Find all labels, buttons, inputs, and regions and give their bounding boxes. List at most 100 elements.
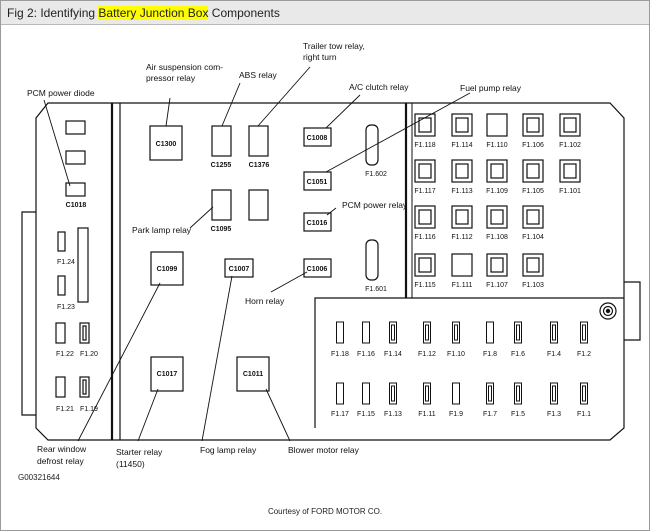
label-f1-2: F1.2 [577, 351, 591, 358]
figure-title: Fig 2: Identifying Battery Junction Box … [7, 6, 280, 20]
mini-fuse-f1-8 [486, 321, 494, 344]
relay-c1095 [211, 189, 232, 221]
code-c1008: C1008 [307, 135, 328, 142]
mini-fuse-f1-13 [389, 382, 397, 405]
maxi-fuse-f1-114 [451, 113, 473, 137]
code-c1011: C1011 [243, 371, 263, 378]
maxi-fuse-f1-102 [559, 113, 581, 137]
mini-fuse-f1-12 [423, 321, 431, 344]
callout-rear-window-2: defrost relay [37, 456, 85, 466]
relay-c1099 [150, 251, 184, 286]
callout-pcm-power-diode: PCM power diode [27, 88, 95, 98]
credit-line: Courtesy of FORD MOTOR CO. [267, 507, 383, 516]
code-c1376: C1376 [249, 162, 270, 169]
title-prefix: Fig 2: Identifying [7, 6, 99, 20]
callout-ac-clutch-relay: A/C clutch relay [349, 82, 409, 92]
label-f1-12: F1.12 [418, 351, 436, 358]
callout-park-lamp-relay: Park lamp relay [132, 225, 192, 235]
maxi-fuse-f1-112 [451, 205, 473, 229]
label-f1-18: F1.18 [331, 351, 349, 358]
title-suffix: Components [208, 6, 280, 20]
maxi-fuse-f1-116 [414, 205, 436, 229]
label-f1-118: F1.118 [414, 142, 435, 149]
label-f1-6: F1.6 [511, 351, 525, 358]
mini-fuse-f1-14 [389, 321, 397, 344]
code-c1006: C1006 [307, 266, 328, 273]
label-f1-7: F1.7 [483, 411, 497, 418]
mounting-bolt [599, 302, 617, 320]
box-outline [35, 102, 625, 441]
label-f1-1: F1.1 [577, 411, 591, 418]
mini-fuse-f1-17 [336, 382, 344, 405]
mini-fuse-f1-18 [336, 321, 344, 344]
label-f1-20: F1.20 [80, 351, 98, 358]
relay-c1095b [248, 189, 269, 221]
label-f1-601: F1.601 [365, 286, 387, 293]
label-f1-14: F1.14 [384, 351, 402, 358]
code-c1016: C1016 [307, 220, 328, 227]
maxi-fuse-f1-111 [451, 253, 473, 277]
label-f1-113: F1.113 [451, 188, 472, 195]
maxi-fuse-f1-104 [522, 205, 544, 229]
label-f1-16: F1.16 [357, 351, 375, 358]
fuse-f1-601 [365, 239, 379, 281]
left-tab [21, 211, 36, 416]
callout-blower-motor-relay: Blower motor relay [288, 445, 360, 455]
label-f1-13: F1.13 [384, 411, 402, 418]
label-f1-110: F1.110 [486, 142, 507, 149]
label-f1-108: F1.108 [486, 234, 508, 241]
label-f1-114: F1.114 [451, 142, 472, 149]
maxi-fuse-f1-108 [486, 205, 508, 229]
label-f1-105: F1.105 [522, 188, 544, 195]
code-c1017: C1017 [157, 371, 178, 378]
label-f1-112: F1.112 [451, 234, 472, 241]
mini-fuse-f1-7 [486, 382, 494, 405]
label-f1-17: F1.17 [331, 411, 349, 418]
callout-trailer-tow-2: right turn [303, 52, 337, 62]
label-f1-602: F1.602 [365, 171, 387, 178]
label-f1-3: F1.3 [547, 411, 561, 418]
label-f1-22: F1.22 [56, 351, 74, 358]
maxi-fuse-f1-110 [486, 113, 508, 137]
mini-fuse-f1-10 [452, 321, 460, 344]
maxi-fuse-f1-107 [486, 253, 508, 277]
mini-fuse-f1-5 [514, 382, 522, 405]
callout-air-suspension-2: pressor relay [146, 73, 196, 83]
mini-fuse-f1-15 [362, 382, 370, 405]
maxi-fuse-f1-101 [559, 159, 581, 183]
code-c1007: C1007 [229, 266, 250, 273]
maxi-fuse-f1-113 [451, 159, 473, 183]
mini-fuse-f1-6 [514, 321, 522, 344]
fuse-f1-602 [365, 124, 379, 166]
code-c1095: C1095 [211, 226, 232, 233]
label-f1-111: F1.111 [452, 282, 473, 289]
label-f1-19: F1.19 [80, 406, 98, 413]
callout-fog-lamp-relay: Fog lamp relay [200, 445, 257, 455]
mini-fuse-f1-2 [580, 321, 588, 344]
callout-starter-relay-2: (11450) [116, 459, 145, 469]
maxi-fuse-f1-109 [486, 159, 508, 183]
code-c1051: C1051 [307, 179, 328, 186]
label-f1-5: F1.5 [511, 411, 525, 418]
label-f1-10: F1.10 [447, 351, 465, 358]
label-f1-102: F1.102 [559, 142, 581, 149]
mini-fuse-f1-16 [362, 321, 370, 344]
label-f1-4: F1.4 [547, 351, 561, 358]
label-f1-8: F1.8 [483, 351, 497, 358]
mini-fuse-f1-1 [580, 382, 588, 405]
relay-c1051 [303, 171, 332, 191]
label-f1-15: F1.15 [357, 411, 375, 418]
mini-fuse-f1-9 [452, 382, 460, 405]
code-c1099: C1099 [157, 266, 178, 273]
label-f1-116: F1.116 [414, 234, 435, 241]
code-c1018: C1018 [66, 202, 87, 209]
label-f1-109: F1.109 [486, 188, 508, 195]
relay-c1007 [224, 258, 254, 278]
title-bar: Fig 2: Identifying Battery Junction Box … [1, 1, 649, 25]
maxi-fuse-f1-115 [414, 253, 436, 277]
label-f1-103: F1.103 [522, 282, 544, 289]
maxi-fuse-f1-117 [414, 159, 436, 183]
callout-abs-relay: ABS relay [239, 70, 278, 80]
mini-fuse-f1-11 [423, 382, 431, 405]
